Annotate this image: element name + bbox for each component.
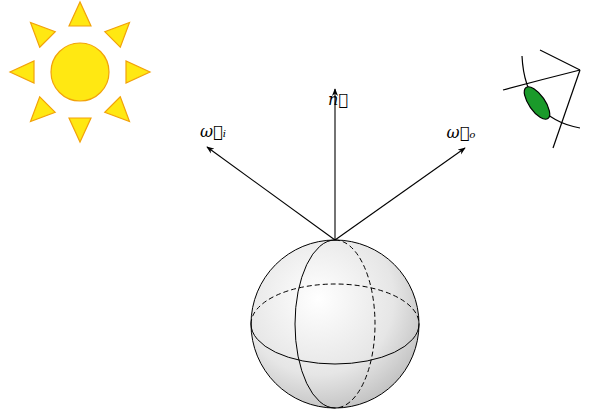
vectors bbox=[207, 89, 465, 240]
vector-label: ω⃗ᵢ bbox=[200, 122, 226, 141]
sun bbox=[10, 2, 150, 142]
sphere bbox=[251, 240, 419, 408]
vector-label: n⃗ bbox=[328, 90, 348, 109]
vector-label: ω⃗ₒ bbox=[447, 123, 476, 142]
eye bbox=[503, 50, 580, 148]
